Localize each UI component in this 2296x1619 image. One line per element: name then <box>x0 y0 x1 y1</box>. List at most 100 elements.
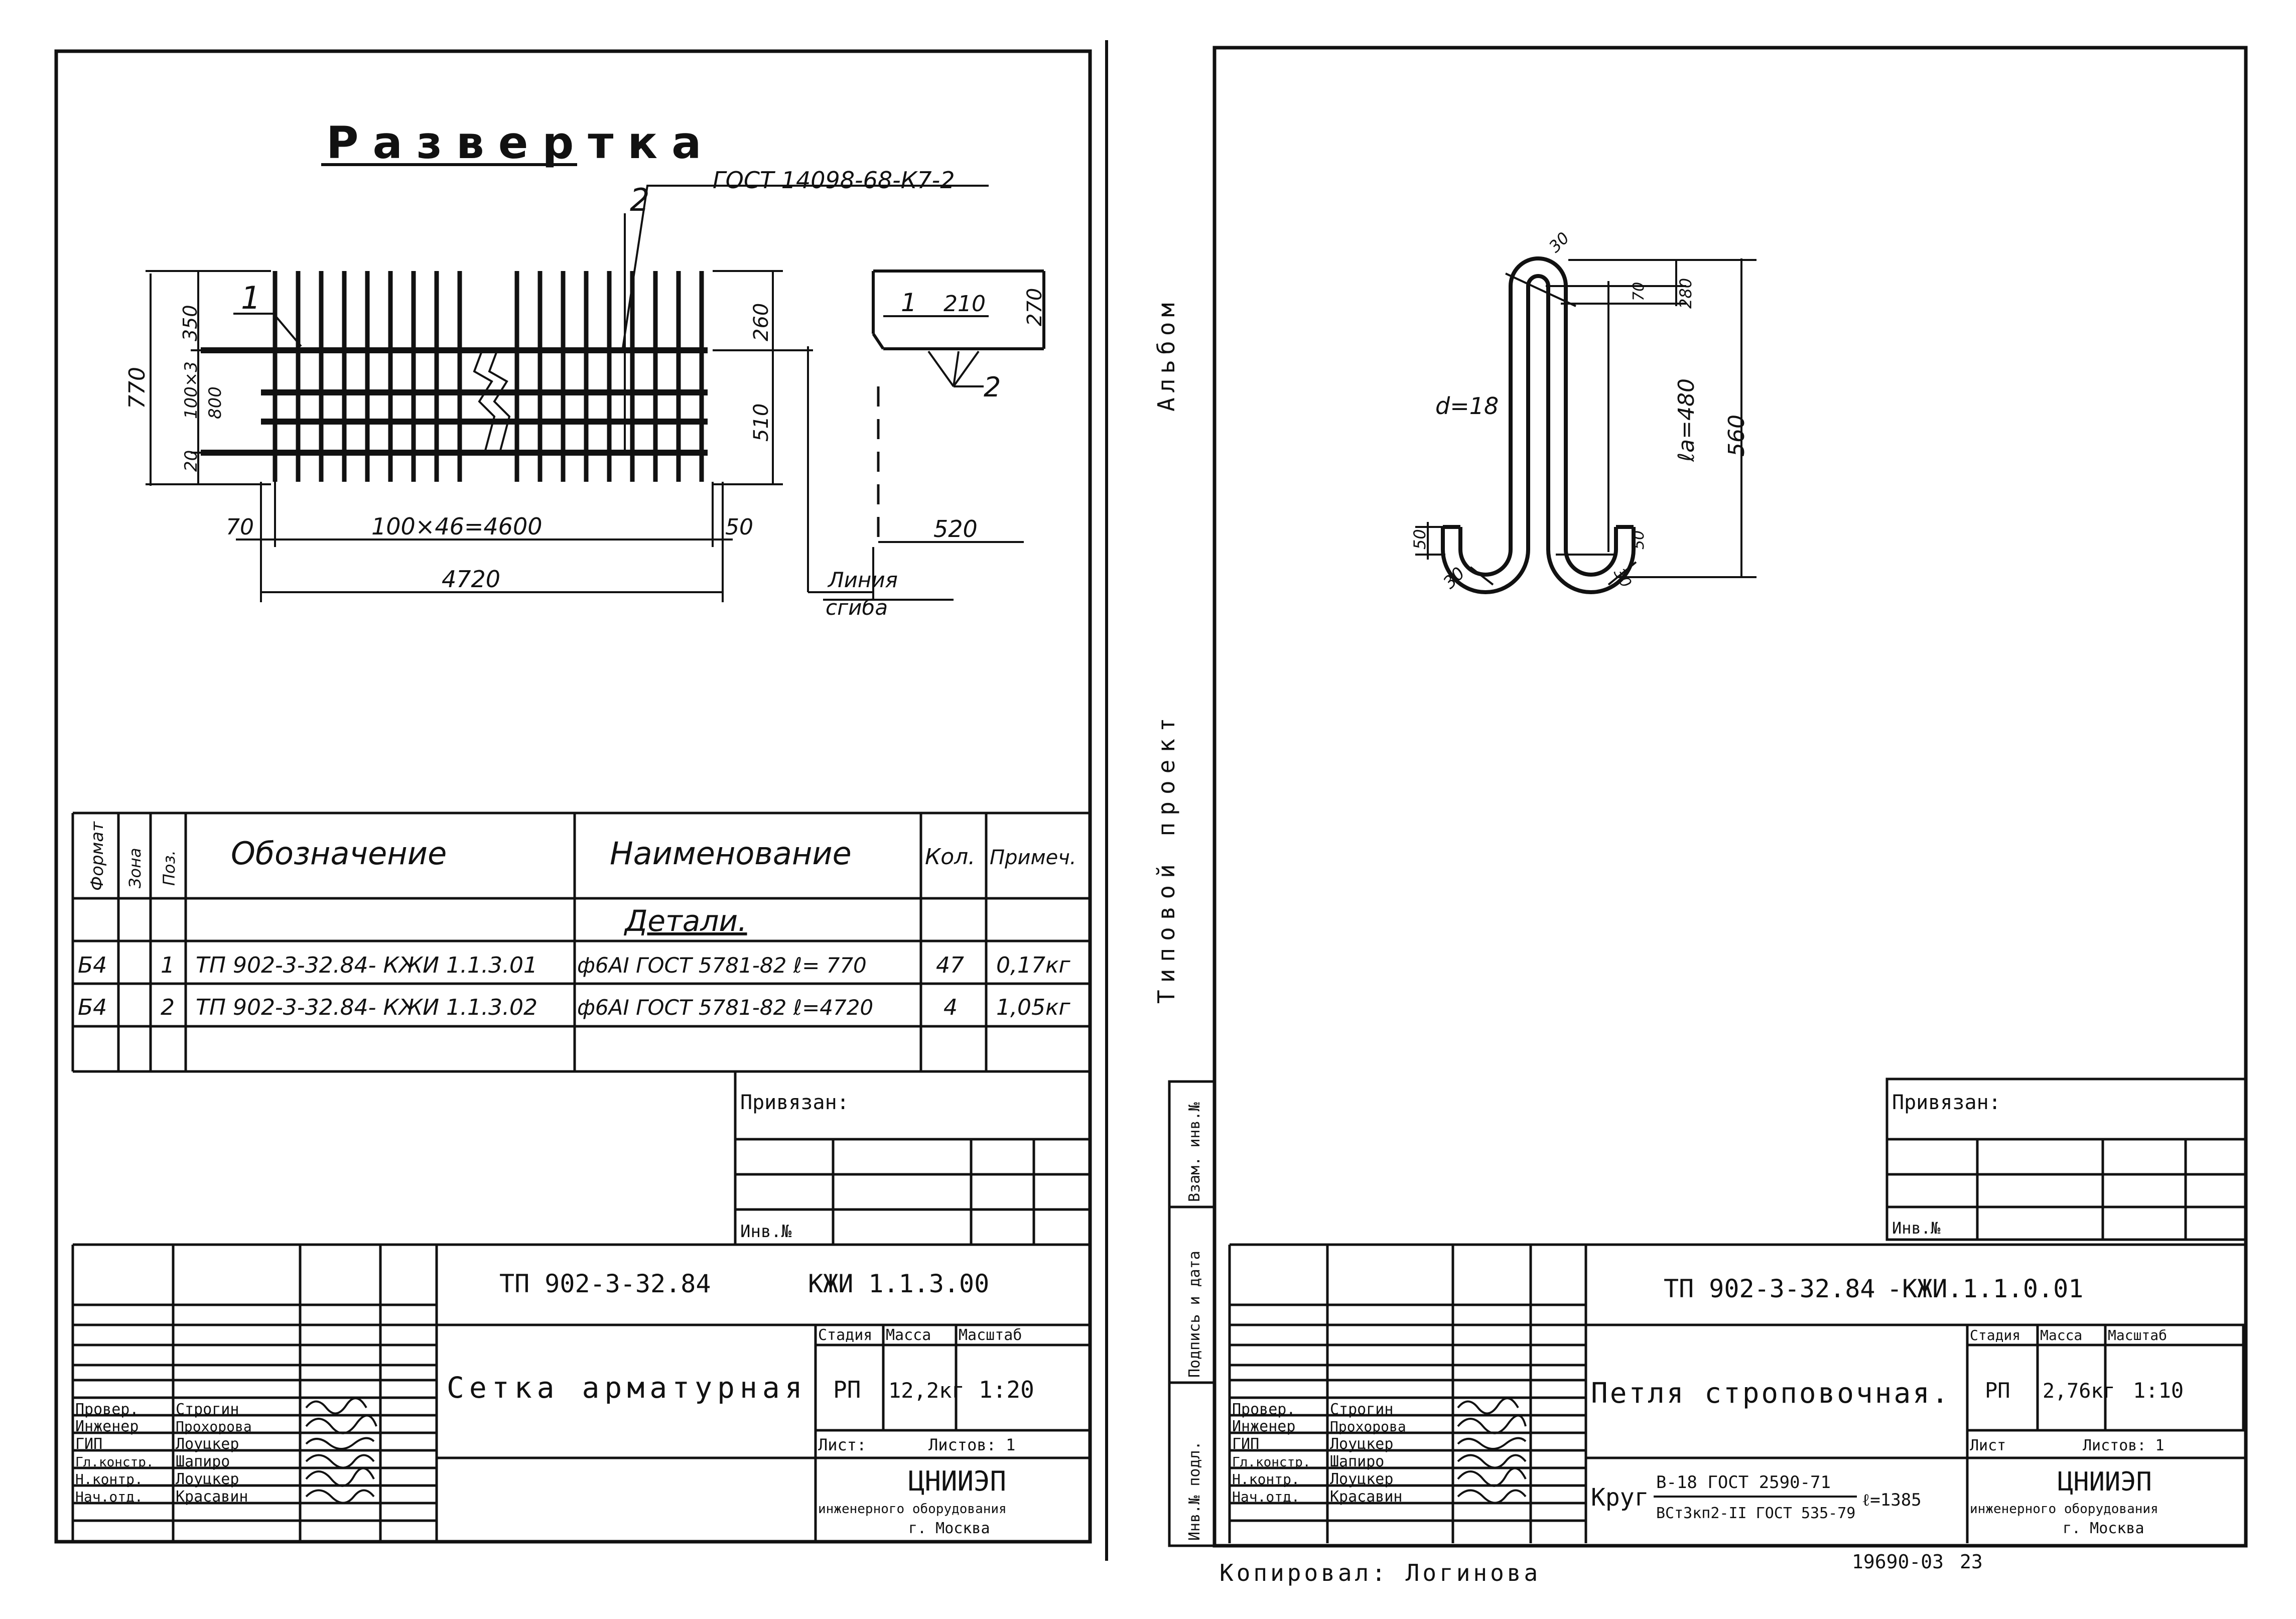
spec-row2-name: ф6АI ГОСТ 5781-82 ℓ=4720 <box>577 995 873 1020</box>
right-privyazan-label: Привязан: <box>1892 1091 2001 1114</box>
privyazan-label: Привязан: <box>740 1091 849 1114</box>
material-top: В-18 ГОСТ 2590-71 <box>1656 1472 1831 1493</box>
right-sheets-label: Листов: 1 <box>2083 1437 2165 1454</box>
dim-260: 260 <box>750 303 773 341</box>
dim-la-480: ℓа=480 <box>1674 378 1699 462</box>
right-inv-no-label: Инв.№ <box>1892 1219 1941 1238</box>
left-sheet-frame <box>54 49 1092 1544</box>
dim-560: 560 <box>1724 415 1749 457</box>
page-number: 23 <box>1960 1551 1983 1573</box>
left-sheet-text: Развертка ГОСТ 14098-68-К7-2 2 1 770 350… <box>75 117 1076 1537</box>
diameter-label: d=18 <box>1435 392 1499 420</box>
right-title-code: ТП 902-3-32.84 <box>1664 1274 1875 1303</box>
right-role-1: Провер. <box>1232 1401 1295 1418</box>
view-line-label-2: сгиба <box>826 595 888 620</box>
side-position-2: 2 <box>984 371 1001 403</box>
spec-row2-note: 1,05кг <box>996 995 1071 1020</box>
drawing-title: Развертка <box>326 117 716 169</box>
title-block-grid <box>71 1243 1090 1542</box>
break-line-1 <box>473 351 496 455</box>
gost-leader <box>621 185 715 352</box>
right-name-1: Строгин <box>1330 1401 1393 1418</box>
inv-no-label: Инв.№ <box>740 1222 792 1242</box>
role-4: Гл.констр. <box>75 1455 154 1470</box>
name-2: Прохорова <box>176 1418 252 1435</box>
mesh-transverse-bars <box>273 271 704 482</box>
org-name: ЦНИИЭП <box>908 1465 1006 1497</box>
org-city: г. Москва <box>908 1520 990 1537</box>
spec-row1-name: ф6АI ГОСТ 5781-82 ℓ= 770 <box>577 953 867 978</box>
dim-350: 350 <box>179 305 201 341</box>
role-6: Нач.отд. <box>75 1489 143 1505</box>
side-dim-270: 270 <box>1023 288 1046 326</box>
album-label: Альбом <box>1153 298 1180 412</box>
right-name-4: Шапиро <box>1330 1453 1384 1470</box>
signatures-left <box>305 1397 377 1504</box>
project-label: Типовой проект <box>1153 711 1180 1004</box>
right-title-block-grid <box>1228 1243 2246 1543</box>
dim-70: 70 <box>1630 282 1648 301</box>
right-scale-value: 1:10 <box>2133 1378 2184 1403</box>
stamp-col-3: Взам. инв.№ <box>1186 1102 1203 1202</box>
spec-row1-pos: 1 <box>161 953 175 978</box>
spec-row1-note: 0,17кг <box>996 953 1071 978</box>
right-role-6: Нач.отд. <box>1232 1489 1300 1505</box>
right-title-code-2: -КЖИ.1.1.0.01 <box>1887 1274 2083 1303</box>
scale-label: Масштаб <box>959 1326 1022 1344</box>
right-name-5: Лоуцкер <box>1330 1470 1393 1488</box>
right-sheet <box>1168 46 2248 1548</box>
name-5: Лоуцкер <box>176 1470 239 1488</box>
lifting-loop-dimensions <box>1415 258 1757 586</box>
stamp-col-2: Подпись и дата <box>1186 1251 1203 1378</box>
material-prefix: Круг <box>1591 1483 1649 1512</box>
spec-row2-qty: 4 <box>943 995 958 1020</box>
gost-note: ГОСТ 14098-68-К7-2 <box>713 167 955 194</box>
role-5: Н.контр. <box>75 1471 143 1488</box>
spec-col-designation: Обозначение <box>231 835 447 872</box>
right-sheet-label: Лист <box>1970 1437 2006 1454</box>
spec-row2-pos: 2 <box>161 995 175 1020</box>
left-sheet <box>54 49 1092 1544</box>
title-code-2: КЖИ 1.1.3.00 <box>808 1269 989 1298</box>
right-sheet-frame <box>1212 46 2248 1548</box>
right-name-2: Прохорова <box>1330 1418 1406 1435</box>
right-role-2: Инженер <box>1232 1418 1295 1435</box>
mass-value: 12,2кг <box>888 1378 965 1403</box>
material-bottom: ВСт3кп2-II ГОСТ 535-79 <box>1656 1505 1855 1522</box>
role-3: ГИП <box>75 1435 102 1453</box>
stamp-col-1: Инв.№ подл. <box>1186 1441 1203 1541</box>
role-2: Инженер <box>75 1418 139 1435</box>
org-subtitle: инженерного оборудования <box>818 1502 1007 1517</box>
spec-row1-qty: 47 <box>936 953 964 978</box>
right-role-5: Н.контр. <box>1232 1471 1300 1488</box>
dim-span: 100×46=4600 <box>371 513 543 540</box>
dim-280: 280 <box>1676 278 1695 309</box>
right-org-name: ЦНИИЭП <box>2058 1467 2152 1497</box>
right-role-3: ГИП <box>1232 1435 1259 1453</box>
privyazan-block-grid <box>734 1070 1092 1246</box>
name-3: Лоуцкер <box>176 1435 239 1453</box>
break-line-2 <box>488 351 511 455</box>
mesh-dimensions <box>146 270 813 602</box>
dim-50: 50 <box>725 514 753 540</box>
right-mass-label: Масса <box>2040 1327 2082 1343</box>
name-1: Строгин <box>176 1401 239 1418</box>
mesh-side-view <box>807 269 1045 601</box>
side-position-1: 1 <box>901 288 917 317</box>
side-stamp <box>1168 1080 1216 1547</box>
spec-col-qty: Кол. <box>925 844 975 870</box>
right-scale-label: Масштаб <box>2108 1327 2167 1343</box>
dim-510: 510 <box>750 403 773 442</box>
scale-value: 1:20 <box>979 1376 1034 1403</box>
spec-col-format: Формат <box>87 821 107 891</box>
spec-table-grid <box>71 812 1090 1073</box>
dim-800: 800 <box>205 386 225 419</box>
right-org-city: г. Москва <box>2063 1520 2144 1537</box>
spec-row2-format: Б4 <box>78 995 107 1020</box>
right-privyazan-grid <box>1885 1077 2247 1241</box>
pos1-leader <box>273 313 302 347</box>
dim-50-left: 50 <box>1410 529 1429 550</box>
right-stage-label: Стадия <box>1970 1327 2020 1343</box>
side-dim-520: 520 <box>933 515 978 543</box>
